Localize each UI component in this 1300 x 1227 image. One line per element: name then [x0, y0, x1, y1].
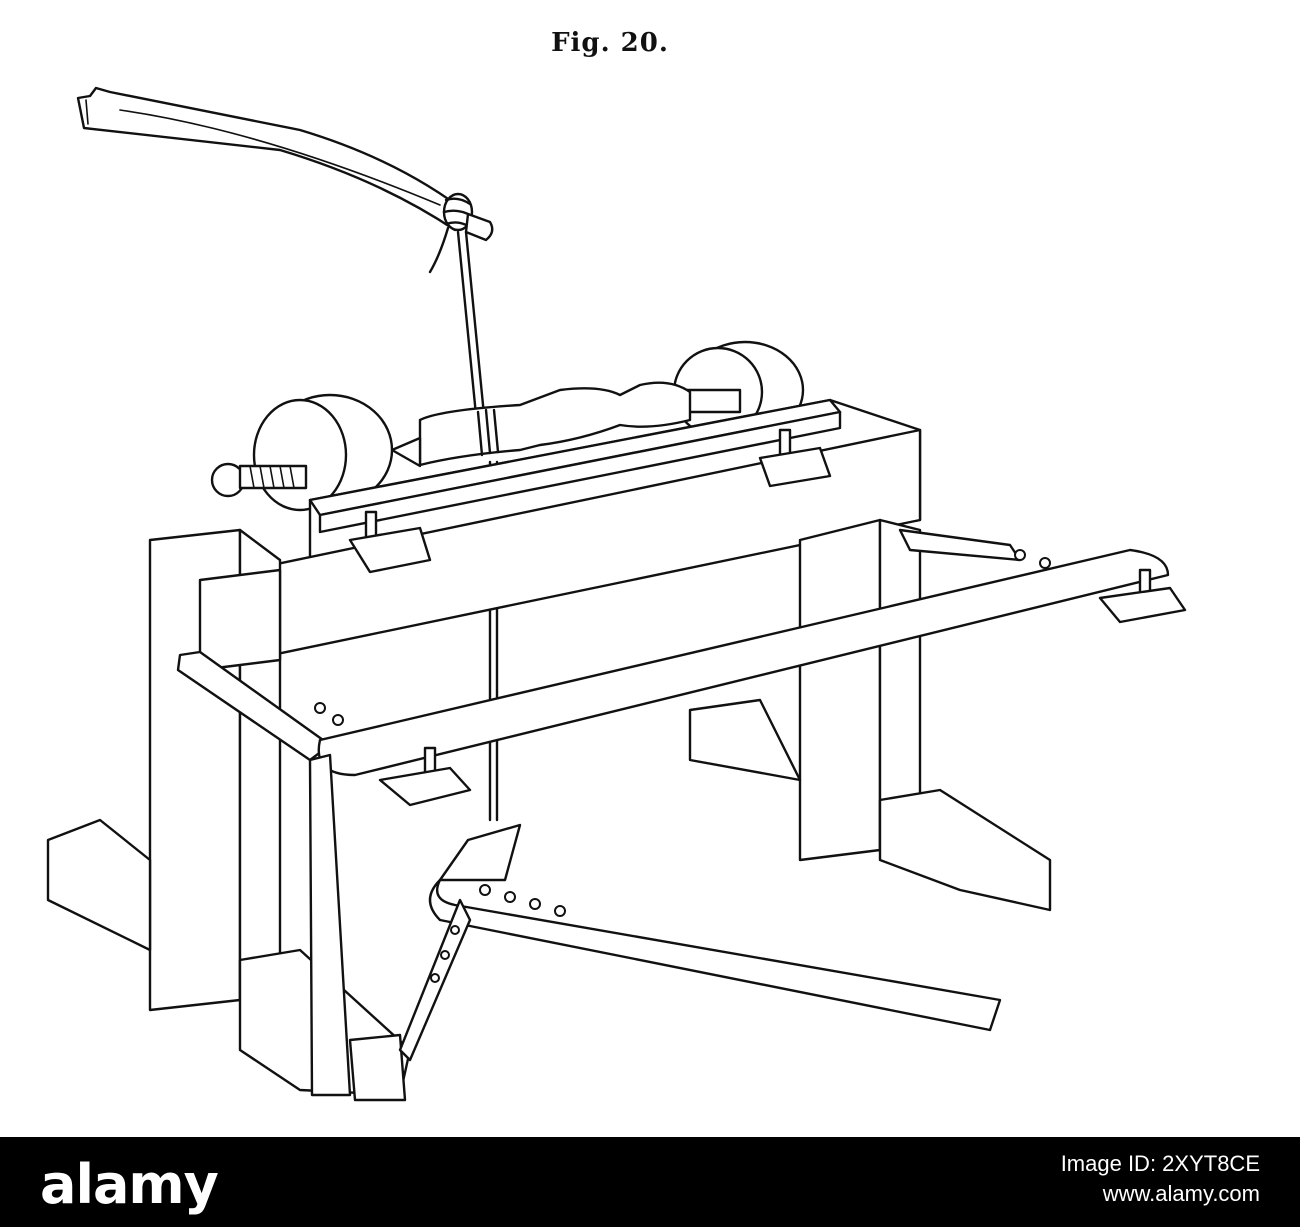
left-upright: [148, 528, 282, 1032]
site-url: www.alamy.com: [1102, 1180, 1260, 1206]
image-id-label: Image ID: 2XYT8CE: [1060, 1151, 1260, 1176]
figure-caption: Fig. 20.: [551, 28, 669, 58]
watermark-logo: alamy: [40, 1153, 219, 1216]
right-foot: [688, 698, 1052, 912]
tool-rest: [308, 398, 842, 574]
cord-knot: [428, 192, 494, 274]
workpiece: [390, 381, 692, 468]
pole-lathe-illustration: [46, 86, 1187, 1102]
spring-pole: [76, 86, 472, 232]
tailstock-screw: [210, 462, 308, 498]
long-bar: [317, 528, 1187, 807]
watermark-info: Image ID: 2XYT8CE www.alamy.com: [1061, 1149, 1260, 1208]
watermark-bar: alamy Image ID: 2XYT8CE www.alamy.com: [0, 1137, 1300, 1227]
front-post: [308, 753, 407, 1102]
treadle: [398, 823, 1002, 1062]
